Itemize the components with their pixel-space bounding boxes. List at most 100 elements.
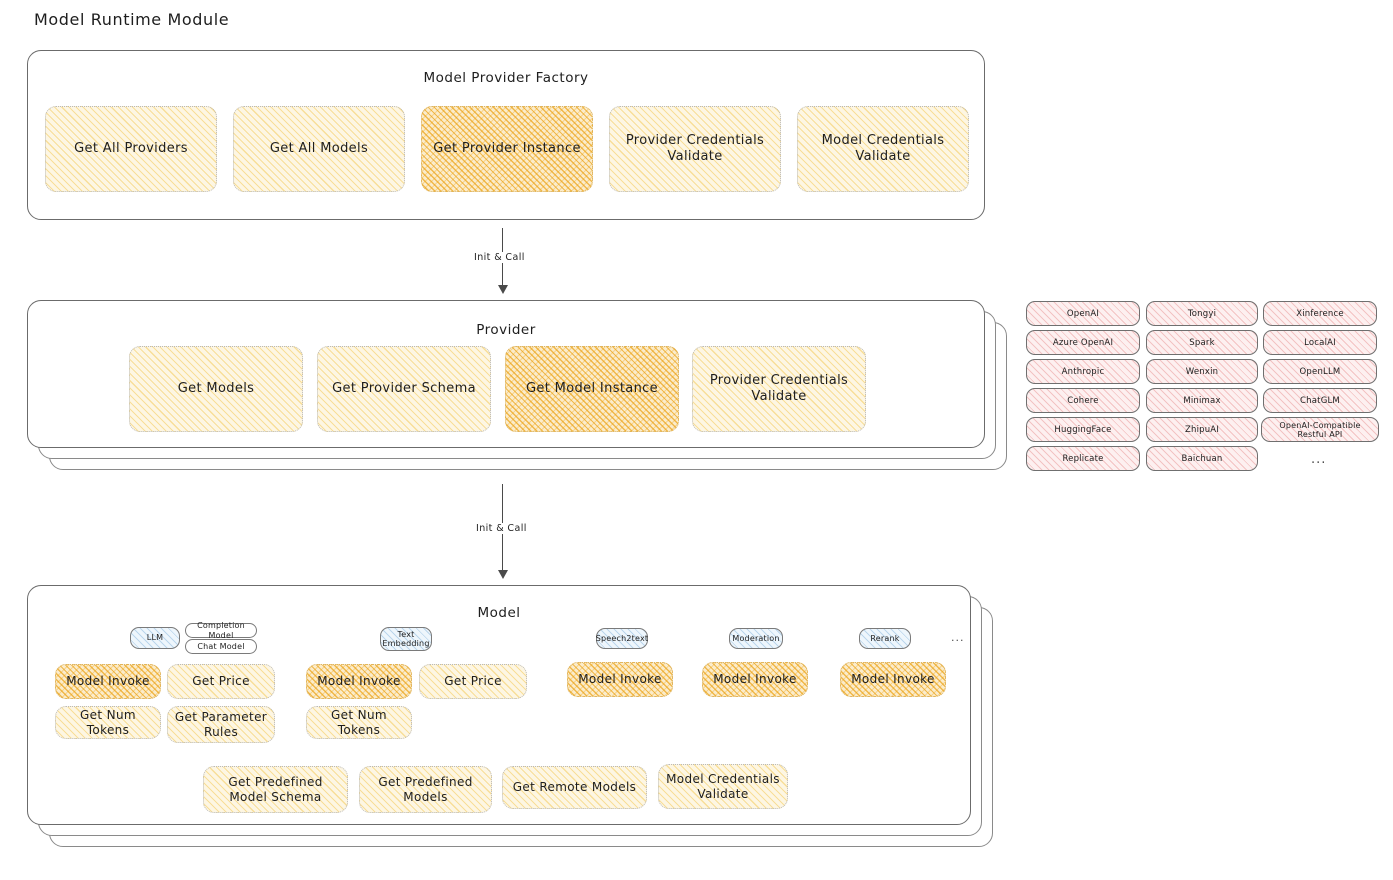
node-text-embedding-model-invoke[interactable]: Model Invoke <box>306 664 412 699</box>
model-type-tag-label: Text Embedding <box>382 629 430 648</box>
node-get-all-providers[interactable]: Get All Providers <box>45 106 217 192</box>
node-label: Model Invoke <box>317 674 401 688</box>
provider-tag-localai[interactable]: LocalAI <box>1263 330 1377 355</box>
provider-tag-cohere[interactable]: Cohere <box>1026 388 1140 413</box>
provider-tag-anthropic[interactable]: Anthropic <box>1026 359 1140 384</box>
provider-tag-azure-openai[interactable]: Azure OpenAI <box>1026 330 1140 355</box>
model-subtag-chat-model[interactable]: Chat Model <box>185 639 257 654</box>
node-label: Model Invoke <box>66 674 150 688</box>
model-type-tag-llm[interactable]: LLM <box>130 627 180 649</box>
node-speech2text-model-invoke[interactable]: Model Invoke <box>567 662 673 697</box>
model-subtag-label: Chat Model <box>197 641 245 651</box>
provider-tag-label: Cohere <box>1067 395 1099 406</box>
node-label: Get All Models <box>269 140 369 156</box>
node-label: Get All Providers <box>74 140 188 156</box>
provider-tag-openai[interactable]: OpenAI <box>1026 301 1140 326</box>
model-subtag-label: Completion Model <box>197 621 245 640</box>
provider-tag-label: LocalAI <box>1304 337 1336 348</box>
provider-tag-label: Anthropic <box>1061 366 1105 377</box>
provider-tag-label: Xinference <box>1296 308 1344 319</box>
provider-tag-label: OpenAI <box>1066 308 1100 319</box>
node-label: Get Predefined Models <box>378 774 473 804</box>
node-provider-credentials-validate-2[interactable]: Provider Credentials Validate <box>692 346 866 432</box>
node-label: Get Price <box>192 674 250 688</box>
provider-tag-tongyi[interactable]: Tongyi <box>1146 301 1258 326</box>
provider-tag-label: Spark <box>1189 337 1215 348</box>
model-type-tag-label: Moderation <box>732 633 780 643</box>
node-llm-get-parameter-rules[interactable]: Get Parameter Rules <box>167 706 275 743</box>
node-label: Model Invoke <box>578 672 662 686</box>
provider-title: Provider <box>476 322 536 338</box>
model-title: Model <box>477 605 521 621</box>
provider-tag-label: OpenAI-Compatible Restful API <box>1279 420 1361 439</box>
node-label: Get Model Instance <box>525 380 659 396</box>
provider-tags-more-ellipsis: ... <box>1311 452 1327 467</box>
node-llm-get-num-tokens[interactable]: Get Num Tokens <box>55 706 161 739</box>
provider-tag-replicate[interactable]: Replicate <box>1026 446 1140 471</box>
node-get-provider-schema[interactable]: Get Provider Schema <box>317 346 491 432</box>
model-type-tag-speech2text[interactable]: Speech2text <box>596 628 648 649</box>
node-label: Provider Credentials Validate <box>709 372 849 404</box>
node-label: Get Models <box>177 380 255 396</box>
node-label: Model Invoke <box>851 672 935 686</box>
provider-tag-label: Azure OpenAI <box>1052 337 1114 348</box>
node-llm-model-invoke[interactable]: Model Invoke <box>55 664 161 699</box>
node-label: Get Remote Models <box>512 780 637 794</box>
provider-tag-huggingface[interactable]: HuggingFace <box>1026 417 1140 442</box>
node-text-embedding-get-price[interactable]: Get Price <box>419 664 527 699</box>
node-get-provider-instance[interactable]: Get Provider Instance <box>421 106 593 192</box>
node-get-predefined-model-schema[interactable]: Get Predefined Model Schema <box>203 766 348 813</box>
node-moderation-model-invoke[interactable]: Model Invoke <box>702 662 808 697</box>
model-type-tag-label: Speech2text <box>595 633 649 643</box>
provider-tag-openllm[interactable]: OpenLLM <box>1263 359 1377 384</box>
provider-tag-baichuan[interactable]: Baichuan <box>1146 446 1258 471</box>
model-type-tag-moderation[interactable]: Moderation <box>729 628 783 649</box>
node-model-credentials-validate-2[interactable]: Model Credentials Validate <box>658 764 788 809</box>
provider-tag-label: OpenLLM <box>1299 366 1341 377</box>
node-label: Model Invoke <box>713 672 797 686</box>
node-label: Get Parameter Rules <box>174 709 268 739</box>
node-get-all-models[interactable]: Get All Models <box>233 106 405 192</box>
model-type-tag-text-embedding[interactable]: Text Embedding <box>380 627 432 651</box>
node-provider-credentials-validate[interactable]: Provider Credentials Validate <box>609 106 781 192</box>
model-type-tag-rerank[interactable]: Rerank <box>859 628 911 649</box>
model-panel: Model <box>27 585 971 825</box>
model-type-tag-label: Rerank <box>870 633 900 643</box>
arrow-factory-to-provider-head <box>498 285 508 294</box>
arrow-factory-to-provider-label: Init & Call <box>471 252 528 263</box>
node-label: Get Provider Instance <box>433 140 581 156</box>
model-type-tag-label: LLM <box>146 633 164 643</box>
provider-tag-spark[interactable]: Spark <box>1146 330 1258 355</box>
node-rerank-model-invoke[interactable]: Model Invoke <box>840 662 946 697</box>
model-types-more-ellipsis: ... <box>951 631 965 644</box>
node-llm-get-price[interactable]: Get Price <box>167 664 275 699</box>
page-title: Model Runtime Module <box>34 10 230 29</box>
provider-tag-label: ZhipuAI <box>1184 424 1220 435</box>
node-text-embedding-get-num-tokens[interactable]: Get Num Tokens <box>306 706 412 739</box>
arrow-provider-to-model-label: Init & Call <box>473 523 530 534</box>
node-model-credentials-validate[interactable]: Model Credentials Validate <box>797 106 969 192</box>
node-label: Model Credentials Validate <box>666 771 780 801</box>
provider-tag-label: Wenxin <box>1185 366 1219 377</box>
provider-tag-wenxin[interactable]: Wenxin <box>1146 359 1258 384</box>
node-label: Get Price <box>444 674 502 688</box>
node-get-model-instance[interactable]: Get Model Instance <box>505 346 679 432</box>
provider-tag-zhipuai[interactable]: ZhipuAI <box>1146 417 1258 442</box>
provider-tag-chatglm[interactable]: ChatGLM <box>1263 388 1377 413</box>
arrow-provider-to-model-head <box>498 570 508 579</box>
node-label: Provider Credentials Validate <box>625 132 765 164</box>
node-get-predefined-models[interactable]: Get Predefined Models <box>359 766 492 813</box>
node-get-remote-models[interactable]: Get Remote Models <box>502 766 647 809</box>
provider-tag-xinference[interactable]: Xinference <box>1263 301 1377 326</box>
provider-tag-minimax[interactable]: Minimax <box>1146 388 1258 413</box>
node-label: Get Num Tokens <box>331 707 387 737</box>
node-label: Get Num Tokens <box>80 707 136 737</box>
node-get-models[interactable]: Get Models <box>129 346 303 432</box>
node-label: Model Credentials Validate <box>821 132 945 164</box>
provider-tag-label: Baichuan <box>1181 453 1223 464</box>
provider-tag-label: Tongyi <box>1187 308 1217 319</box>
node-label: Get Predefined Model Schema <box>228 774 323 804</box>
provider-tag-openai-compatible-restful-api[interactable]: OpenAI-Compatible Restful API <box>1261 417 1379 442</box>
model-subtag-completion-model[interactable]: Completion Model <box>185 621 257 640</box>
